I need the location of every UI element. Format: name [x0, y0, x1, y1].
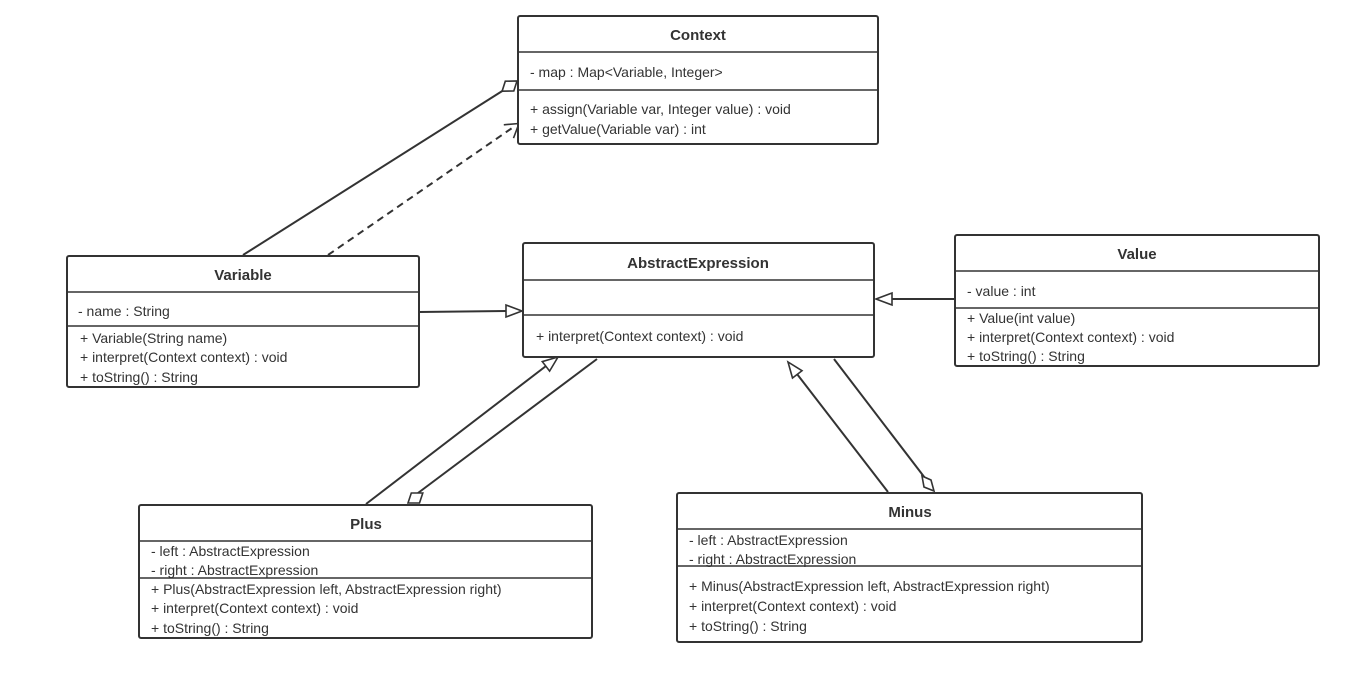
class-attribute: - left : AbstractExpression: [689, 532, 848, 548]
class-name: Minus: [888, 504, 931, 521]
relation-variable-context-dependency[interactable]: [327, 122, 521, 256]
class-method: + interpret(Context context) : void: [967, 329, 1174, 345]
relation-plus-abstractexpression-aggregation[interactable]: [406, 358, 598, 504]
generalization-triangle-icon: [540, 355, 560, 373]
aggregation-diamond-icon: [406, 492, 424, 504]
class-attribute: - right : AbstractExpression: [151, 562, 318, 578]
relations: [242, 80, 954, 505]
class-attribute: - map : Map<Variable, Integer>: [530, 64, 723, 80]
generalization-triangle-icon: [505, 303, 525, 319]
relation-value-abstractexpression-generalization[interactable]: [873, 291, 954, 307]
class-method: + interpret(Context context) : void: [536, 328, 743, 344]
class-abstractexpression[interactable]: AbstractExpression + interpret(Context c…: [522, 242, 875, 358]
class-minus[interactable]: Minus - left : AbstractExpression - righ…: [676, 492, 1143, 643]
class-plus[interactable]: Plus - left : AbstractExpression - right…: [138, 504, 593, 639]
class-method: + assign(Variable var, Integer value) : …: [530, 101, 791, 117]
relation-variable-abstractexpression-generalization[interactable]: [418, 303, 525, 319]
relation-minus-abstractexpression-generalization[interactable]: [786, 360, 889, 493]
class-method: + Variable(String name): [80, 330, 227, 346]
aggregation-diamond-icon: [500, 80, 519, 93]
class-variable[interactable]: Variable - name : String + Variable(Stri…: [66, 255, 420, 388]
class-name: Variable: [214, 267, 272, 284]
class-method: + interpret(Context context) : void: [80, 349, 287, 365]
relation-plus-abstractexpression-generalization[interactable]: [365, 355, 560, 505]
class-name: AbstractExpression: [627, 255, 769, 272]
class-method: + interpret(Context context) : void: [689, 598, 896, 614]
class-attribute: - name : String: [78, 303, 170, 319]
open-arrow-icon: [503, 122, 521, 139]
relation-minus-abstractexpression-aggregation[interactable]: [833, 358, 936, 493]
class-method: + toString() : String: [80, 369, 198, 385]
class-method: + getValue(Variable var) : int: [530, 121, 706, 137]
aggregation-diamond-icon: [920, 474, 936, 493]
class-name: Context: [670, 27, 726, 44]
class-method: + interpret(Context context) : void: [151, 600, 358, 616]
class-method: + Plus(AbstractExpression left, Abstract…: [151, 581, 502, 597]
class-context[interactable]: Context - map : Map<Variable, Integer> +…: [517, 15, 879, 145]
class-method: + Value(int value): [967, 310, 1075, 326]
generalization-triangle-icon: [786, 360, 804, 380]
generalization-triangle-icon: [873, 291, 893, 307]
class-value[interactable]: Value - value : int + Value(int value) +…: [954, 234, 1320, 367]
class-attribute: - value : int: [967, 283, 1036, 299]
relation-variable-context-aggregation[interactable]: [242, 80, 519, 256]
class-name: Value: [1117, 246, 1156, 263]
class-attribute: - left : AbstractExpression: [151, 543, 310, 559]
class-name: Plus: [350, 516, 382, 533]
class-attribute: - right : AbstractExpression: [689, 551, 856, 567]
class-method: + toString() : String: [967, 348, 1085, 364]
class-method: + toString() : String: [689, 618, 807, 634]
class-method: + toString() : String: [151, 620, 269, 636]
class-method: + Minus(AbstractExpression left, Abstrac…: [689, 578, 1050, 594]
